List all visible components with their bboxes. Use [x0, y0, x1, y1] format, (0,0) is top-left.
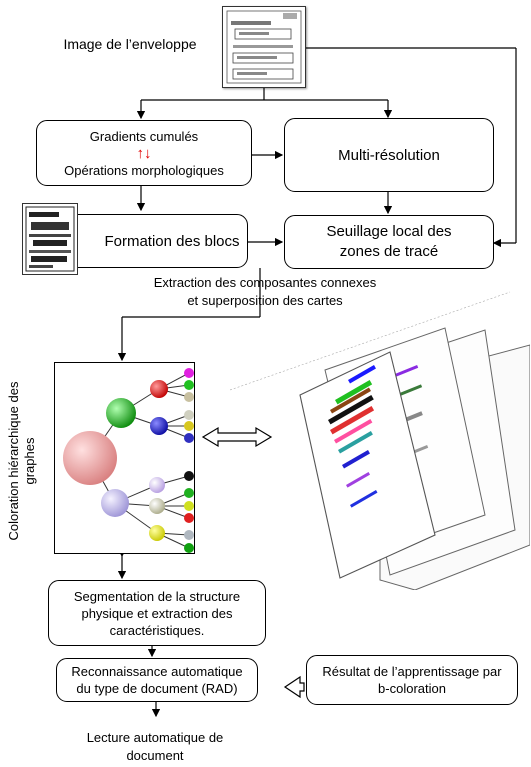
envelope-scan-graphic — [226, 10, 302, 84]
updown-arrows-icon: ↑↓ — [136, 144, 152, 162]
graph-coloring-label-2: graphes — [22, 437, 37, 485]
segmentation-label-1: Segmentation de la structure — [73, 588, 241, 604]
blocks-scan-graphic — [25, 206, 75, 272]
local-threshold-label-1: Seuillage local des — [326, 223, 452, 240]
graph-coloring-label-1: Coloration hiérarchique des — [6, 381, 21, 541]
learning-result-label-1: Résultat de l’apprentissage par — [322, 664, 502, 679]
hierarchical-graph — [63, 368, 194, 553]
extraction-label-1: Extraction des composantes connexes — [153, 275, 377, 290]
segmentation-label-3: caractéristiques. — [109, 622, 205, 638]
learning-result-box: Résultat de l’apprentissage par b-colora… — [306, 655, 518, 705]
gradients-box: Gradients cumulés ↑↓ Opérations morpholo… — [36, 120, 252, 186]
segmentation-label-2: physique et extraction des — [81, 605, 233, 621]
gradients-label: Gradients cumulés — [89, 128, 199, 144]
rad-label-2: du type de document (RAD) — [76, 681, 238, 696]
block-formation-label: Formation des blocs — [104, 232, 240, 250]
graph-coloring-vertical-label: Coloration hiérarchique des graphes — [6, 366, 38, 556]
rad-box: Reconnaissance automatique du type de do… — [56, 658, 258, 702]
envelope-image-label: Image de l’enveloppe — [63, 36, 197, 52]
blocks-document-thumbnail — [22, 203, 78, 275]
rad-label-1: Reconnaissance automatique — [71, 664, 243, 679]
local-threshold-box: Seuillage local des zones de tracé — [284, 215, 494, 269]
learning-result-label-2: b-coloration — [378, 681, 446, 696]
morphological-label: Opérations morphologiques — [64, 162, 224, 178]
graph-coloring-panel — [54, 362, 195, 554]
local-threshold-label-2: zones de tracé — [339, 243, 439, 260]
layers-graphic — [230, 291, 530, 590]
envelope-image — [222, 6, 306, 88]
multiresolution-label: Multi-résolution — [338, 146, 440, 164]
final-output-label-1: Lecture automatique de — [86, 730, 224, 745]
multiresolution-box: Multi-résolution — [284, 118, 494, 192]
segmentation-box: Segmentation de la structure physique et… — [48, 580, 266, 646]
document-layers-stack — [230, 290, 530, 590]
extraction-label-2: et superposition des cartes — [187, 293, 343, 308]
final-output-label-2: document — [126, 748, 184, 763]
